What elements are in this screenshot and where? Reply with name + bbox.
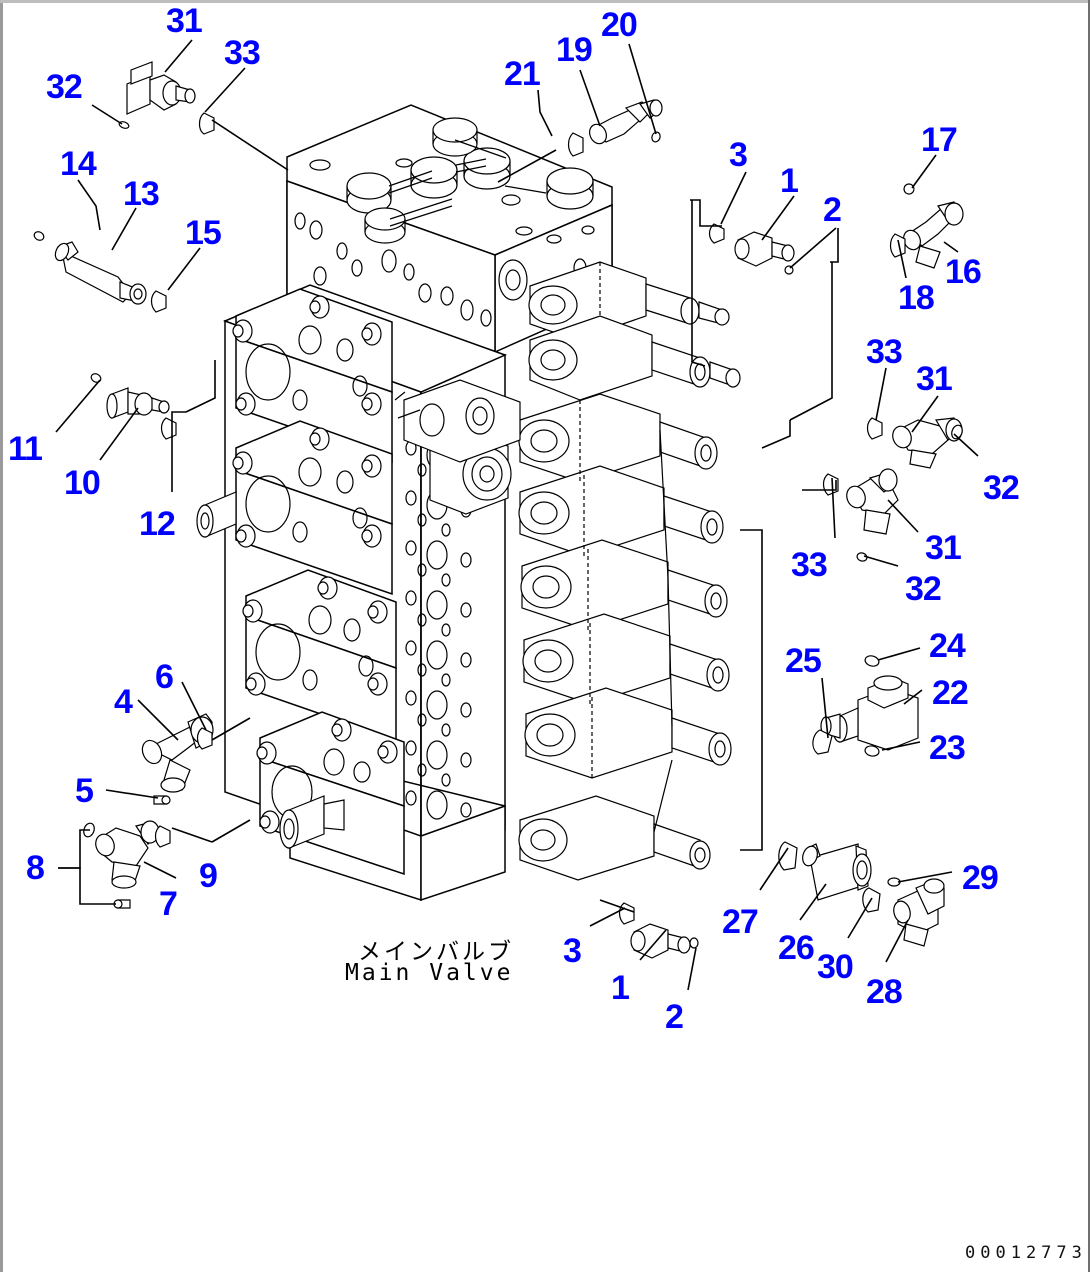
part-28-elbow: [891, 879, 944, 946]
part-17-tip: [903, 183, 916, 196]
callout-2: 2: [823, 191, 842, 229]
callout-5: 5: [75, 772, 94, 810]
part-23-washer: [864, 745, 880, 757]
callout-33: 33: [866, 333, 903, 371]
part-33-top-left: [200, 113, 215, 134]
part-10-fitting: [107, 388, 169, 418]
callout-25: 25: [785, 642, 822, 680]
left-spool-protrusion: [197, 492, 236, 537]
frame-top-edge: [0, 0, 1090, 3]
callout-8: 8: [26, 849, 45, 887]
callout-4: 4: [114, 683, 133, 721]
callout-3: 3: [729, 136, 748, 174]
part-31-right-upper: [890, 418, 962, 468]
part-15-oring: [152, 291, 167, 312]
frame-left-edge: [0, 0, 3, 1272]
callout-31: 31: [925, 529, 962, 567]
callout-15: 15: [185, 214, 222, 252]
callout-23: 23: [929, 729, 966, 767]
part-33-right-upper: [868, 418, 883, 439]
frame-right-edge: [1088, 0, 1090, 1272]
callout-7: 7: [159, 885, 178, 923]
part-31-top-left: [127, 62, 195, 114]
callout-13: 13: [123, 175, 160, 213]
part-27-oring: [779, 842, 797, 870]
callout-9: 9: [199, 857, 218, 895]
part-26-cylinder: [800, 844, 871, 900]
callout-31: 31: [916, 360, 953, 398]
callout-2: 2: [665, 998, 684, 1036]
part-14-tip: [33, 230, 46, 242]
callout-32: 32: [46, 68, 83, 106]
callout-6: 6: [155, 658, 174, 696]
part-18-oring: [891, 234, 906, 257]
callout-24: 24: [929, 627, 966, 665]
callout-16: 16: [945, 253, 982, 291]
part-3-upper-oring: [710, 224, 725, 243]
callout-29: 29: [962, 859, 999, 897]
callout-20: 20: [601, 6, 638, 44]
part-3-lower-oring: [620, 903, 635, 924]
callout-11: 11: [8, 430, 43, 468]
part-4-elbow: [139, 714, 213, 792]
callout-32: 32: [983, 469, 1020, 507]
callout-30: 30: [817, 948, 854, 986]
part-5-pin: [154, 796, 170, 804]
caption-english: Main Valve: [345, 960, 514, 986]
callout-19: 19: [556, 31, 593, 69]
part-2-lower-tip: [690, 938, 698, 948]
callout-28: 28: [866, 973, 903, 1011]
part-32-right-lower: [856, 552, 868, 562]
part-24-washer: [864, 654, 880, 667]
callout-27: 27: [722, 903, 759, 941]
part-13-tube: [53, 241, 146, 304]
callout-1: 1: [611, 969, 630, 1007]
callout-1: 1: [780, 162, 799, 200]
part-20-tip: [651, 131, 662, 143]
leader-lines: [56, 40, 978, 990]
left-valve-sections: [197, 289, 404, 874]
callout-18: 18: [898, 279, 935, 317]
callout-12: 12: [139, 505, 176, 543]
callout-22: 22: [932, 674, 969, 712]
callout-3: 3: [563, 932, 582, 970]
callout-10: 10: [64, 464, 101, 502]
part-19-fitting: [587, 100, 662, 146]
callout-14: 14: [60, 145, 97, 183]
callout-32: 32: [905, 570, 942, 608]
part-21-oring: [569, 133, 584, 156]
right-spool-stack: [519, 262, 740, 880]
callout-33: 33: [791, 546, 828, 584]
part-9-oring: [156, 826, 171, 847]
callout-33: 33: [224, 34, 261, 72]
part-31-right-lower: [844, 469, 898, 534]
part-11-tip: [90, 372, 103, 384]
callout-21: 21: [504, 55, 541, 93]
callout-26: 26: [778, 929, 815, 967]
callout-31: 31: [166, 2, 203, 40]
part-22-solenoid: [821, 676, 918, 750]
part-7-tee: [93, 821, 159, 888]
part-1-lower: [631, 924, 690, 958]
callout-17: 17: [921, 121, 958, 159]
part-12-oring: [162, 418, 177, 439]
part-16-elbow: [901, 202, 963, 268]
drawing-part-number: 00012773: [965, 1243, 1087, 1263]
part-6-oring: [198, 728, 213, 749]
part-1-upper: [735, 232, 794, 266]
caption-japanese: メインバルブ: [358, 939, 514, 965]
